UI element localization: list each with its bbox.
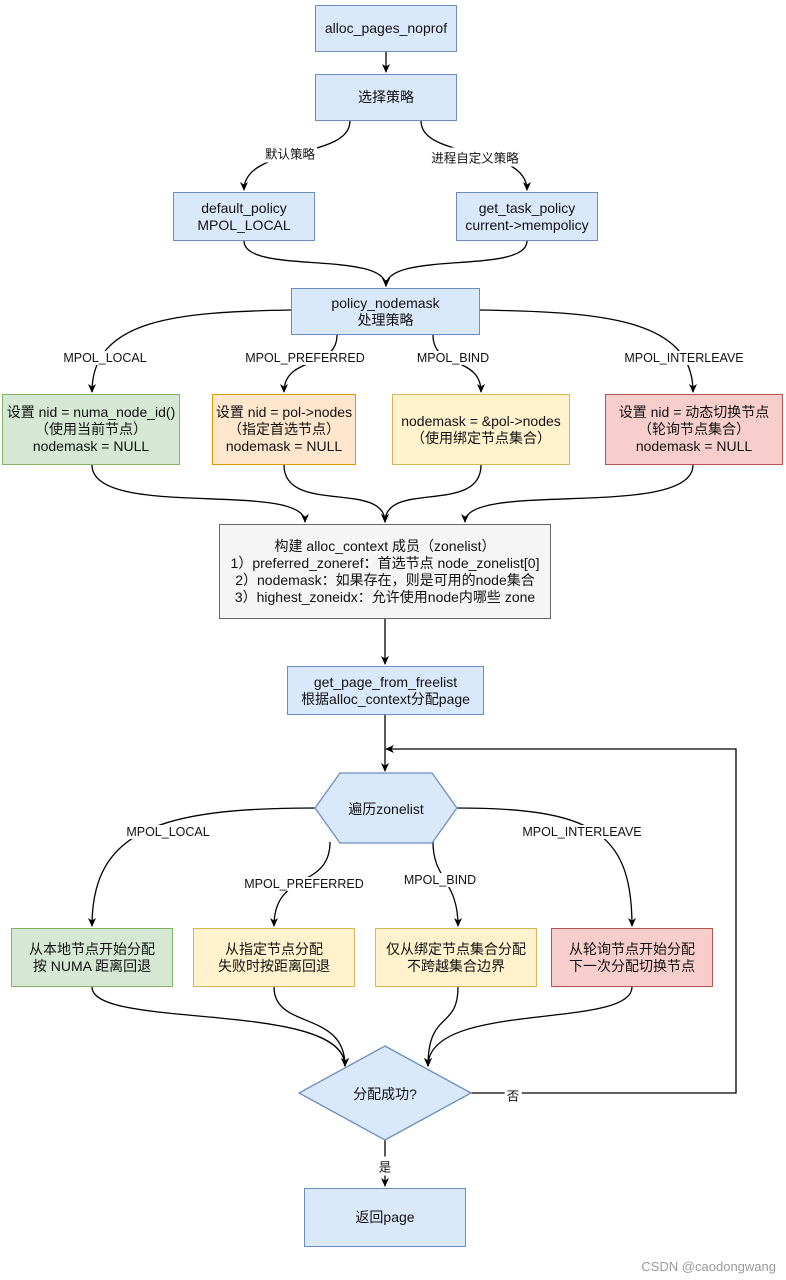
node-alloc-preferred: 从指定节点分配 失败时按距离回退 bbox=[193, 928, 355, 987]
success-diamond bbox=[297, 1045, 473, 1141]
node-line: （使用绑定节点集合） bbox=[411, 429, 551, 446]
node-line: （使用当前节点） bbox=[35, 421, 147, 437]
edge-label-bind-2: MPOL_BIND bbox=[401, 873, 479, 887]
node-line: 设置 nid = numa_node_id() bbox=[6, 404, 176, 420]
edge-label-interleave-1: MPOL_INTERLEAVE bbox=[622, 351, 746, 365]
node-line: default_policy bbox=[201, 199, 287, 216]
node-return-page: 返回page bbox=[304, 1188, 466, 1247]
node-line: nodemask = NULL bbox=[635, 438, 753, 454]
edge-interleave-to-build bbox=[461, 464, 694, 523]
node-set-preferred: 设置 nid = pol->nodes （指定首选节点） nodemask = … bbox=[212, 394, 356, 465]
edge-label-interleave-2: MPOL_INTERLEAVE bbox=[520, 825, 644, 839]
node-line: 1）preferred_zoneref：首选节点 node_zonelist[0… bbox=[230, 554, 540, 571]
node-line: nodemask = NULL bbox=[32, 438, 150, 454]
node-line: 按 NUMA 距离回退 bbox=[32, 957, 152, 974]
node-set-bind: nodemask = &pol->nodes （使用绑定节点集合） bbox=[392, 394, 570, 465]
node-line: get_page_from_freelist bbox=[313, 673, 458, 690]
node-line: （指定首选节点） bbox=[228, 421, 340, 437]
traverse-hexagon bbox=[314, 772, 458, 844]
edge-label-local-1: MPOL_LOCAL bbox=[61, 351, 149, 365]
node-set-local: 设置 nid = numa_node_id() （使用当前节点） nodemas… bbox=[2, 394, 180, 465]
node-line: current->mempolicy bbox=[465, 216, 589, 233]
edge-preferred-to-build bbox=[283, 464, 389, 523]
node-line: 设置 nid = pol->nodes bbox=[215, 404, 353, 420]
node-get-task-policy: get_task_policy current->mempolicy bbox=[456, 192, 598, 241]
node-line: 不跨越集合边界 bbox=[407, 957, 505, 974]
node-line: 失败时按距离回退 bbox=[218, 957, 330, 974]
edge-task-to-nodemask bbox=[382, 240, 528, 287]
node-line: 下一次分配切换节点 bbox=[569, 957, 695, 974]
edge-label-preferred-2: MPOL_PREFERRED bbox=[242, 877, 366, 891]
node-line: 从本地节点开始分配 bbox=[29, 940, 155, 957]
node-line: MPOL_LOCAL bbox=[197, 216, 291, 233]
edge-label-default: 默认策略 bbox=[262, 143, 318, 163]
node-alloc-interleave: 从轮询节点开始分配 下一次分配切换节点 bbox=[551, 928, 713, 987]
edge-label-yes: 是 bbox=[376, 1156, 394, 1176]
edge-default-to-nodemask bbox=[243, 240, 390, 287]
node-line: 处理策略 bbox=[357, 311, 414, 328]
node-text: alloc_pages_noprof bbox=[324, 20, 448, 36]
node-alloc-pages-noprof: alloc_pages_noprof bbox=[315, 5, 457, 52]
edge-local-to-success bbox=[91, 986, 349, 1067]
edge-nodemask-to-local bbox=[88, 309, 292, 393]
edge-retry-loop bbox=[385, 745, 737, 1094]
node-line: policy_nodemask bbox=[331, 294, 440, 311]
node-line: get_task_policy bbox=[478, 199, 576, 216]
node-line: 从轮询节点开始分配 bbox=[569, 940, 695, 957]
edge-label-bind-1: MPOL_BIND bbox=[414, 351, 492, 365]
success-label: 分配成功? bbox=[353, 1086, 417, 1102]
edge-label-local-2: MPOL_LOCAL bbox=[124, 825, 212, 839]
edge-interleave-to-success bbox=[424, 986, 633, 1067]
node-line: 构建 alloc_context 成员（zonelist） bbox=[274, 537, 496, 554]
node-line: （轮询节点集合） bbox=[638, 421, 750, 437]
node-build-alloc-context: 构建 alloc_context 成员（zonelist） 1）preferre… bbox=[219, 524, 551, 619]
node-default-policy: default_policy MPOL_LOCAL bbox=[173, 192, 315, 241]
edge-label-custom: 进程自定义策略 bbox=[429, 147, 521, 167]
node-text: 选择策略 bbox=[358, 89, 414, 105]
node-line: 从指定节点分配 bbox=[225, 940, 323, 957]
edge-local-to-build bbox=[91, 464, 309, 523]
node-line: 根据alloc_context分配page bbox=[301, 690, 470, 707]
node-line: nodemask = NULL bbox=[225, 438, 343, 454]
node-line: nodemask = &pol->nodes bbox=[401, 412, 561, 429]
node-line: 仅从绑定节点集合分配 bbox=[386, 940, 526, 957]
watermark: CSDN @caodongwang bbox=[641, 1259, 776, 1274]
node-alloc-local: 从本地节点开始分配 按 NUMA 距离回退 bbox=[11, 928, 173, 987]
node-select-policy: 选择策略 bbox=[315, 74, 457, 121]
node-line: 设置 nid = 动态切换节点 bbox=[618, 404, 770, 420]
edge-label-no: 否 bbox=[504, 1085, 522, 1105]
edge-preferred-to-success bbox=[273, 986, 349, 1067]
node-alloc-bind: 仅从绑定节点集合分配 不跨越集合边界 bbox=[375, 928, 537, 987]
edge-bind-to-build bbox=[381, 464, 482, 523]
node-set-interleave: 设置 nid = 动态切换节点 （轮询节点集合） nodemask = NULL bbox=[605, 394, 783, 465]
node-line: 2）nodemask：如果存在，则是可用的node集合 bbox=[235, 571, 535, 588]
node-policy-nodemask: policy_nodemask 处理策略 bbox=[291, 288, 480, 335]
traverse-label: 遍历zonelist bbox=[348, 801, 424, 817]
edge-nodemask-to-interleave bbox=[479, 309, 697, 393]
node-line: 3）highest_zoneidx：允许使用node内哪些 zone bbox=[234, 588, 536, 605]
node-text: 返回page bbox=[355, 1209, 415, 1225]
node-get-page-from-freelist: get_page_from_freelist 根据alloc_context分配… bbox=[287, 666, 484, 715]
edge-label-preferred-1: MPOL_PREFERRED bbox=[243, 351, 367, 365]
edge-bind-to-success bbox=[424, 986, 459, 1067]
